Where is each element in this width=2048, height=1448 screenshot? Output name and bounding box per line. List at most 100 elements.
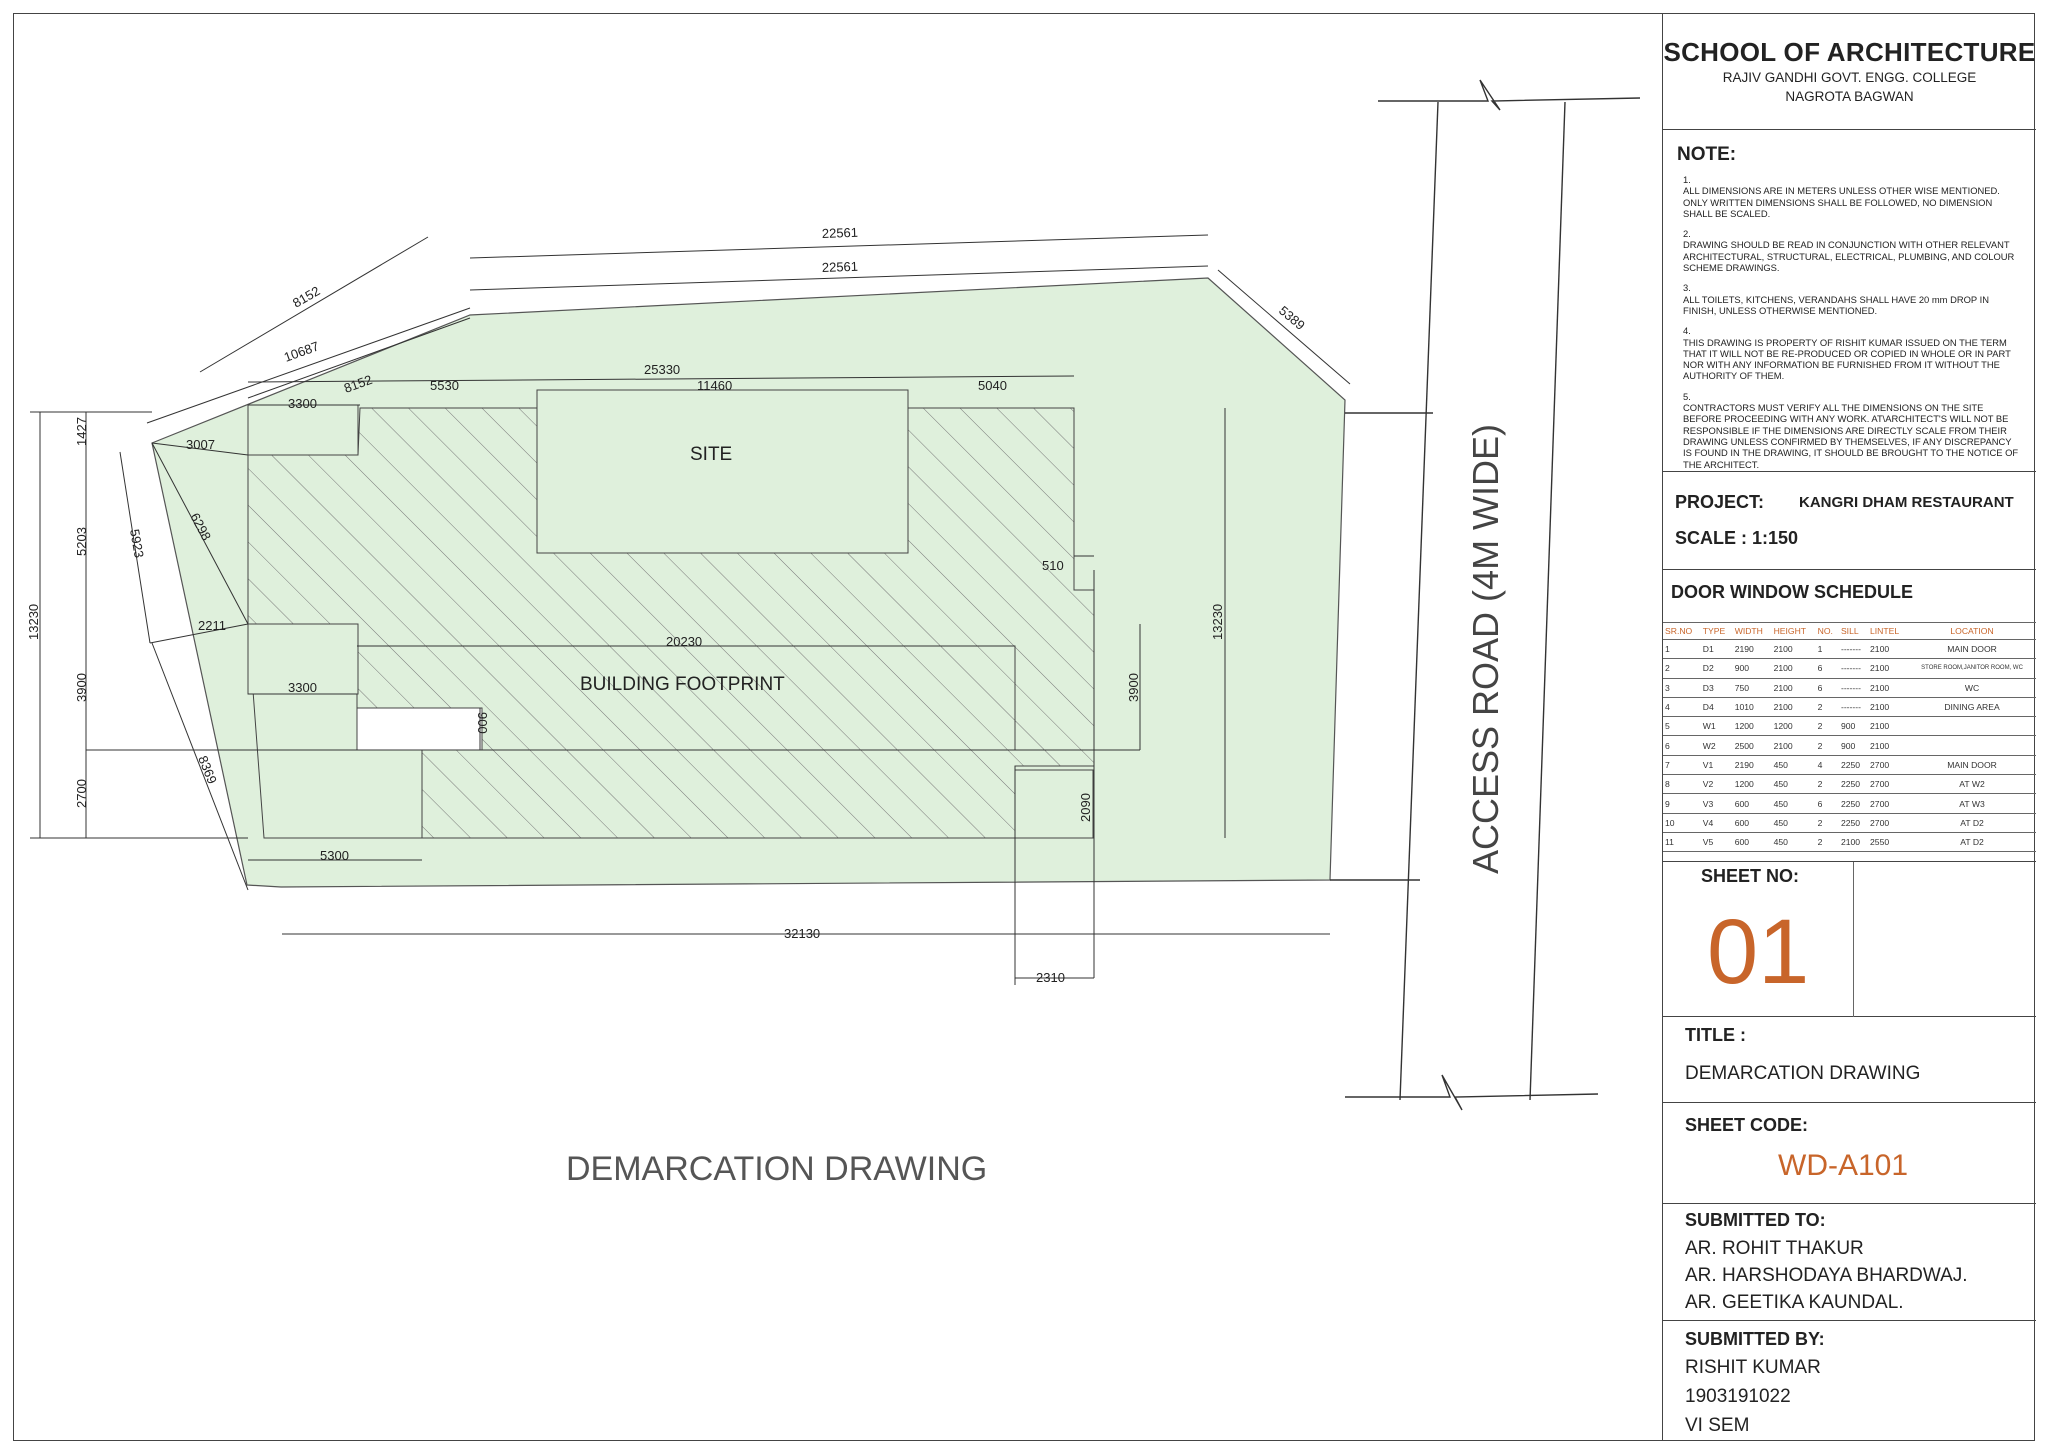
school-section: SCHOOL OF ARCHITECTURE RAJIV GANDHI GOVT… [1663,13,2036,130]
schedule-cell: 600 [1732,793,1772,814]
schedule-cell: 8 [1663,774,1701,795]
schedule-cell: 3 [1663,678,1701,698]
dim-v1427: 1427 [74,417,89,446]
title-block: SCHOOL OF ARCHITECTURE RAJIV GANDHI GOVT… [1662,13,2036,1441]
dim-right-diag: 5389 [1276,303,1308,333]
schedule-cell: 2100 [1771,735,1816,756]
col-width: WIDTH [1732,622,1772,640]
submitted-by-label: SUBMITTED BY: [1685,1329,1825,1349]
submitted-to-section: SUBMITTED TO: AR. ROHIT THAKUR AR. HARSH… [1663,1204,2036,1321]
schedule-cell: D2 [1700,658,1733,679]
access-road [1330,79,1641,1111]
note-item: 4.THIS DRAWING IS PROPERTY OF RISHIT KUM… [1683,325,2011,382]
dim-v3900-right: 3900 [1126,673,1141,702]
schedule-cell: V5 [1700,832,1733,853]
dim-inner-top: 25330 [644,362,680,377]
project-section: PROJECT: KANGRI DHAM RESTAURANT SCALE : … [1663,472,2036,570]
col-lintel: LINTEL [1868,622,1909,640]
schedule-cell: 2100 [1771,697,1816,718]
schedule-cell: ------- [1838,639,1869,660]
schedule-cell: 2 [1815,735,1839,756]
schedule-cell: STORE ROOM,JANITOR ROOM, WC [1908,658,2036,679]
schedule-cell: 2100 [1838,832,1869,853]
schedule-cell: D1 [1700,639,1733,660]
schedule-cell: 2 [1815,716,1839,737]
schedule-cell: 900 [1838,735,1869,756]
dim-left1: 3300 [288,396,317,411]
schedule-table: SR.NO TYPE WIDTH HEIGHT NO. SILL LINTEL … [1663,622,2036,853]
schedule-cell: MAIN DOOR [1908,639,2036,660]
note-heading: NOTE: [1677,144,1737,165]
schedule-cell: 5 [1663,716,1701,737]
dim-v2700: 2700 [74,779,89,808]
schedule-cell: 600 [1732,832,1772,853]
submitted-to-label: SUBMITTED TO: [1685,1210,1826,1230]
schedule-cell: 450 [1771,793,1816,814]
schedule-cell: 2190 [1732,639,1772,660]
schedule-cell: 10 [1663,813,1701,833]
dim-top2: 22561 [822,259,859,275]
dim-d8369: 8369 [195,754,220,786]
schedule-cell: V2 [1700,774,1733,795]
schedule-cell: 600 [1732,813,1772,833]
left-notch-2 [247,623,359,695]
schedule-cell: DINING AREA [1908,697,2036,718]
schedule-cell: D3 [1700,678,1733,698]
note-item: 1.ALL DIMENSIONS ARE IN METERS UNLESS OT… [1683,174,2000,219]
dim-mid20230: 20230 [666,634,702,649]
schedule-cell: ------- [1838,658,1869,679]
road-label: ACCESS ROAD (4M WIDE) [1465,424,1506,874]
schedule-cell: 2250 [1838,774,1869,795]
title-section: TITLE : DEMARCATION DRAWING [1663,1017,2036,1103]
dim-v3900-left: 3900 [74,673,89,702]
schedule-cell: 1 [1815,639,1839,660]
schedule-cell: AT D2 [1908,813,2036,833]
schedule-cell: 4 [1663,697,1701,718]
schedule-cell: 2100 [1868,716,1909,737]
note-item: 2.DRAWING SHOULD BE READ IN CONJUNCTION … [1683,228,2015,274]
dim-b2310: 2310 [1036,970,1065,985]
dim-bottom32130: 32130 [784,926,820,941]
schedule-cell: 2550 [1868,832,1909,853]
schedule-cell [1908,735,2036,756]
sheet-no-divider [1853,862,1854,1017]
sheet-code-label: SHEET CODE: [1685,1115,1809,1135]
col-sill: SILL [1838,622,1869,640]
dim-v13230-left: 13230 [26,604,41,640]
schedule-cell: 2 [1815,697,1839,718]
schedule-cell: W2 [1700,735,1733,756]
submitted-to-name: AR. HARSHODAYA BHARDWAJ. [1685,1265,1968,1286]
schedule-cell: 1 [1663,639,1701,660]
dimension-lines [30,234,1351,985]
schedule-cell: 6 [1815,678,1839,698]
schedule-cell: 2100 [1868,697,1909,718]
schedule-cell: 2100 [1771,639,1816,660]
schedule-cell: 450 [1771,813,1816,833]
schedule-cell: 2250 [1838,755,1869,776]
schedule-cell: 2250 [1838,813,1869,833]
site-block [536,389,909,554]
sheet-code-section: SHEET CODE: WD-A101 [1663,1103,2036,1204]
schedule-cell: 2700 [1868,793,1909,814]
drawing-caption: DEMARCATION DRAWING [566,1150,987,1188]
col-srno: SR.NO [1663,622,1701,640]
college-name: RAJIV GANDHI GOVT. ENGG. COLLEGE [1722,70,1977,85]
schedule-cell: 2190 [1732,755,1772,776]
dim-s900: 900 [475,712,490,734]
dim-left5: 3300 [288,680,317,695]
schedule-cell: V3 [1700,793,1733,814]
dim-left4: 2211 [198,618,226,633]
schedule-cell: D4 [1700,697,1733,718]
schedule-cell: 1200 [1771,716,1816,737]
sheet-no-value: 01 [1707,901,1810,1003]
schedule-cell: 2100 [1771,658,1816,679]
project-name: KANGRI DHAM RESTAURANT [1799,494,2014,511]
submitted-to-name: AR. GEETIKA KAUNDAL. [1685,1292,1904,1313]
